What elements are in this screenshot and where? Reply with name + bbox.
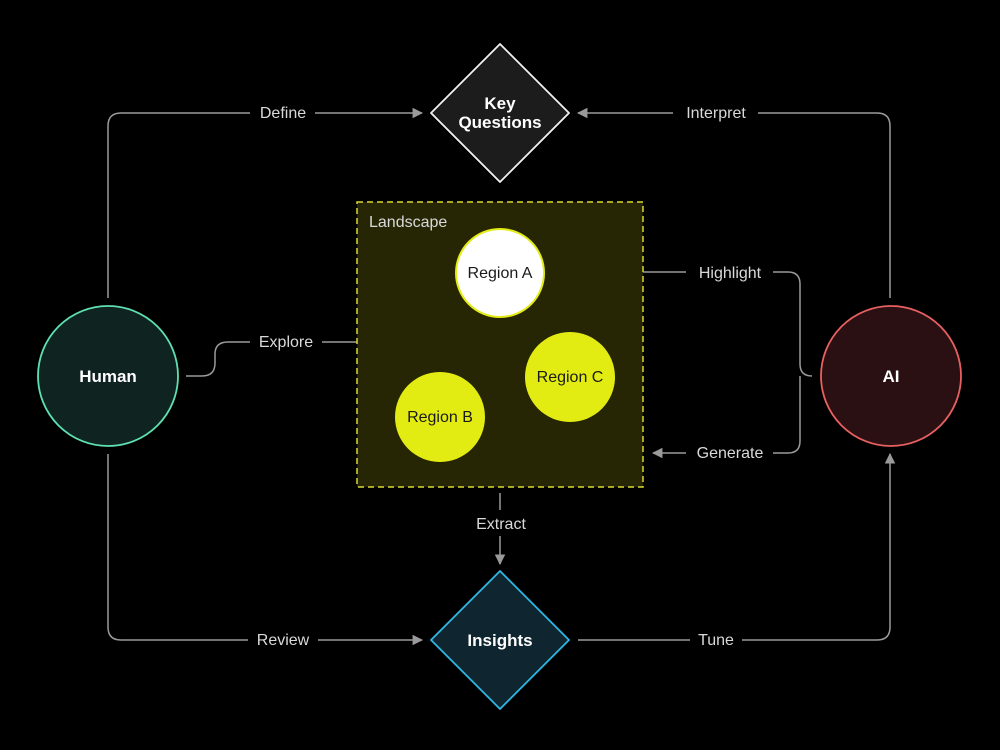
edge-label-tune: Tune — [698, 632, 734, 649]
human-label: Human — [79, 367, 137, 386]
edge-label-review: Review — [257, 632, 310, 649]
ai-node[interactable]: AI — [820, 305, 962, 447]
key-questions-label-line2: Questions — [458, 113, 541, 132]
insights-node[interactable]: Insights — [430, 570, 570, 710]
tune-connector — [578, 454, 890, 641]
edge-label-highlight: Highlight — [699, 265, 762, 282]
interpret-connector — [578, 113, 891, 298]
review-connector — [107, 454, 422, 640]
region-c-label: Region C — [537, 369, 604, 386]
region-a[interactable]: Region A — [455, 228, 545, 318]
ai-brace-connector — [773, 271, 813, 454]
region-c[interactable]: Region C — [525, 332, 615, 422]
edge-label-explore: Explore — [259, 334, 313, 351]
edge-label-extract: Extract — [476, 516, 526, 533]
region-b[interactable]: Region B — [395, 372, 485, 462]
edge-label-generate: Generate — [697, 445, 764, 462]
landscape-title: Landscape — [369, 214, 447, 231]
edge-label-interpret: Interpret — [686, 105, 746, 122]
ai-label: AI — [883, 367, 900, 386]
edge-label-define: Define — [260, 105, 306, 122]
insights-label: Insights — [467, 631, 532, 650]
define-connector — [107, 113, 422, 298]
human-node[interactable]: Human — [37, 305, 179, 447]
key-questions-label-line1: Key — [484, 94, 516, 113]
region-b-label: Region B — [407, 409, 473, 426]
key-questions-node[interactable]: Key Questions — [430, 43, 570, 183]
region-a-label: Region A — [468, 265, 533, 282]
